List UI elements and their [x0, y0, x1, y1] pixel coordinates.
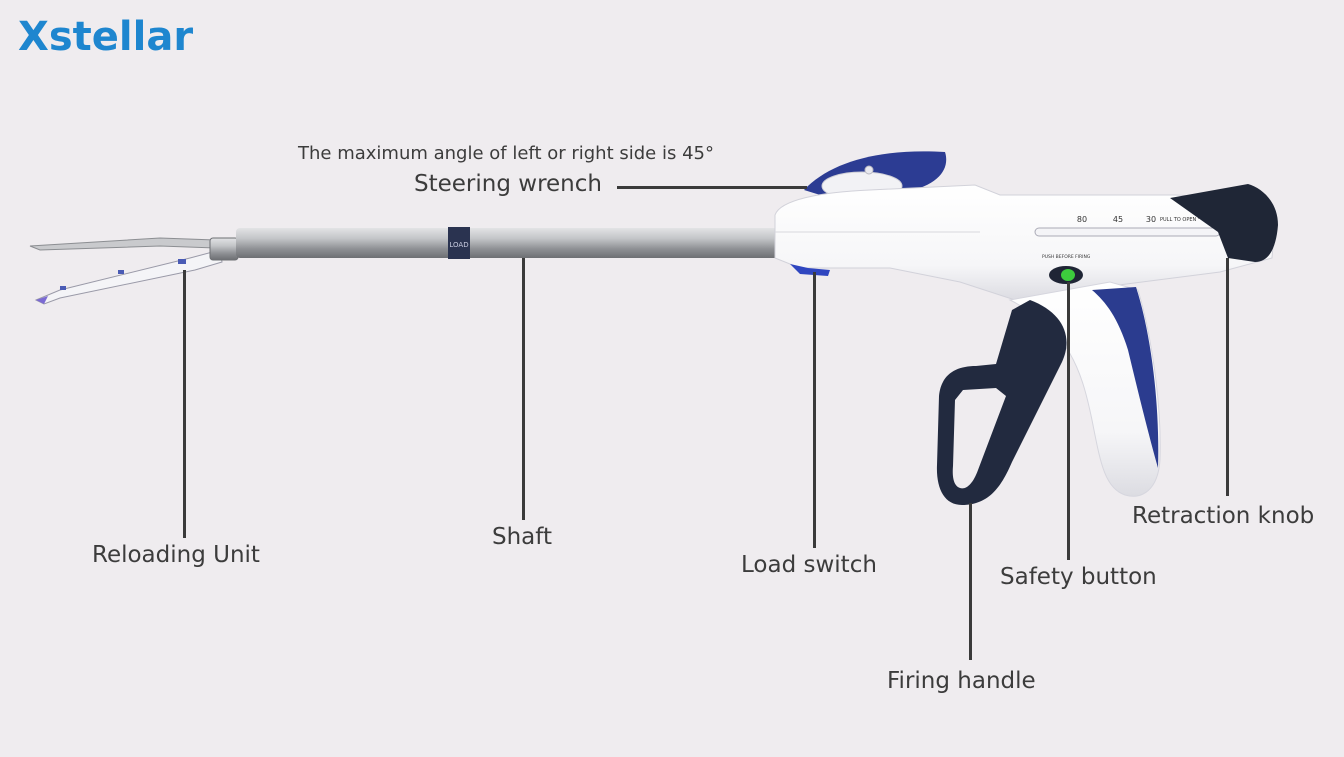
label-shaft: Shaft — [492, 524, 552, 550]
leader-load-switch — [813, 272, 816, 548]
push-before-firing-mark: PUSH BEFORE FIRING — [1042, 254, 1091, 260]
scale-45: 45 — [1113, 215, 1123, 224]
shaft-tube: LOAD — [236, 227, 778, 259]
leader-reloading-unit — [183, 270, 186, 538]
label-firing-handle: Firing handle — [887, 668, 1036, 694]
pistol-grip — [1008, 281, 1161, 497]
leader-safety-button — [1067, 282, 1070, 560]
shaft-load-mark: LOAD — [449, 241, 468, 249]
label-reloading-unit: Reloading Unit — [92, 542, 260, 568]
device-body: 80 45 30 PULL TO OPEN PUSH BEFORE FIRING — [774, 184, 1278, 301]
jaw-assembly — [29, 237, 239, 305]
label-load-switch: Load switch — [741, 552, 877, 578]
leader-firing-handle — [969, 503, 972, 660]
leader-steering-wrench — [617, 186, 807, 189]
firing-handle — [936, 300, 1067, 505]
label-steering-wrench: Steering wrench — [414, 171, 602, 197]
label-retraction-knob: Retraction knob — [1132, 503, 1315, 529]
leader-retraction-knob — [1226, 258, 1229, 496]
angle-note: The maximum angle of left or right side … — [298, 143, 714, 164]
scale-80: 80 — [1077, 215, 1087, 224]
pull-to-open-mark: PULL TO OPEN — [1160, 217, 1197, 223]
brand-logo: Xstellar — [18, 14, 194, 60]
leader-shaft — [522, 258, 525, 520]
label-safety-button: Safety button — [1000, 564, 1157, 590]
scale-30: 30 — [1146, 215, 1156, 224]
